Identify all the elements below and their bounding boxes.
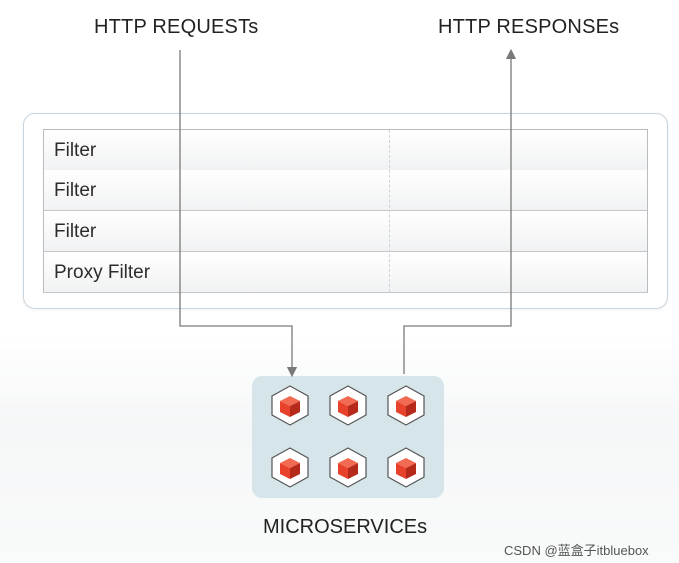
column-divider xyxy=(389,130,390,292)
filter-label: Filter xyxy=(54,180,97,201)
cube-icon xyxy=(387,447,425,488)
filter-row: Filter xyxy=(44,130,647,171)
filter-label: Filter xyxy=(54,221,97,242)
request-flow-line xyxy=(179,50,298,378)
watermark-text: CSDN @蓝盒子itbluebox xyxy=(504,543,649,558)
cube-icon xyxy=(329,385,367,426)
response-flow-line xyxy=(403,48,517,374)
filter-label: Filter xyxy=(54,140,97,161)
cube-icon xyxy=(271,385,309,426)
cube-icon xyxy=(387,385,425,426)
filter-row: Filter xyxy=(44,170,647,211)
http-responses-label: HTTP RESPONSEs xyxy=(438,16,620,38)
microservices-label: MICROSERVICEs xyxy=(263,516,428,538)
proxy-filter-label: Proxy Filter xyxy=(54,262,151,283)
filter-row: Filter xyxy=(44,211,647,252)
proxy-filter-row: Proxy Filter xyxy=(44,252,647,293)
http-requests-label: HTTP REQUESTs xyxy=(94,16,259,38)
cube-icon xyxy=(271,447,309,488)
filter-chain: Filter Filter Filter Proxy Filter xyxy=(43,129,648,293)
cube-icon xyxy=(329,447,367,488)
